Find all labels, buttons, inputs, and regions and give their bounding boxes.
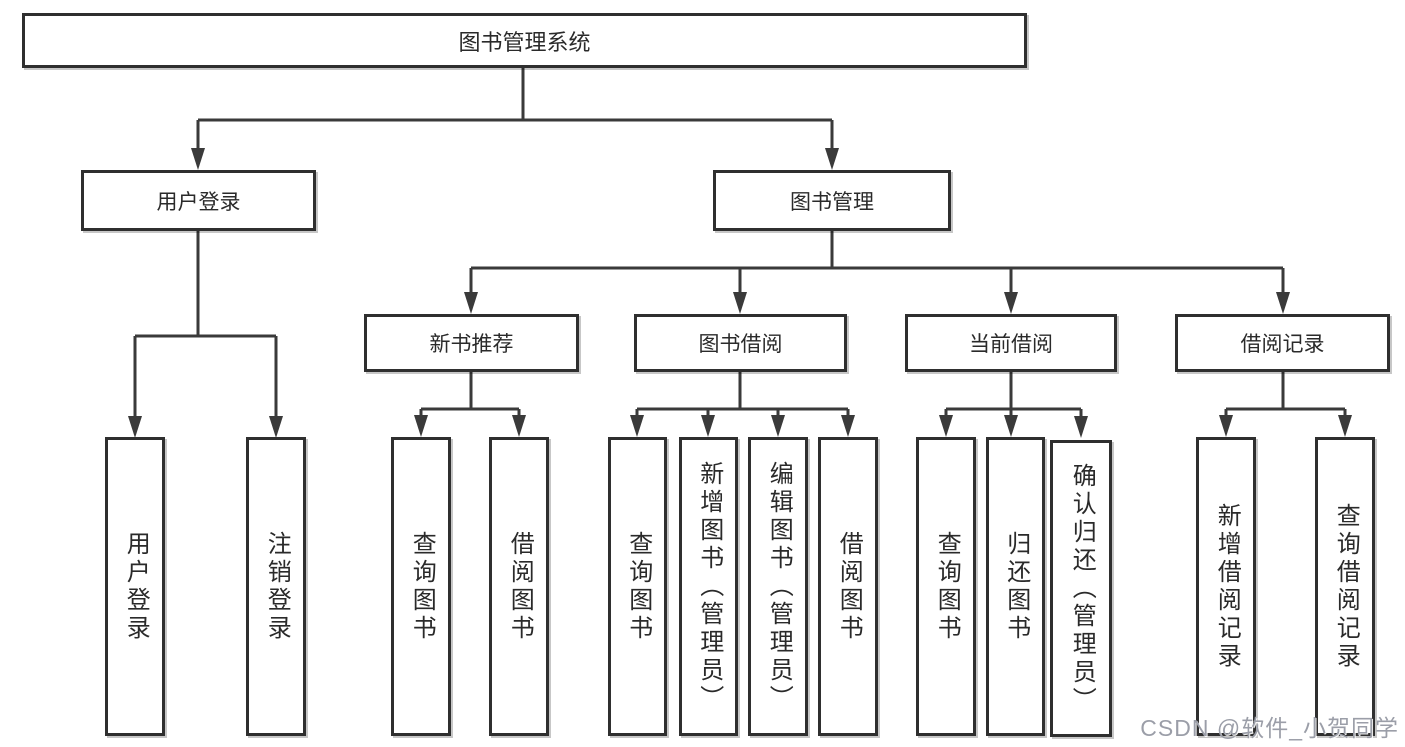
node-new-book-recommendation: 新书推荐 <box>364 314 579 372</box>
node-book-management: 图书管理 <box>713 170 951 231</box>
leaf-query-borrow-record: 查询借阅记录 <box>1315 437 1375 736</box>
connector-borrow-records-to-leaves <box>1224 371 1347 417</box>
node-book-borrowing: 图书借阅 <box>634 314 847 372</box>
leaf-logout: 注销登录 <box>246 437 306 736</box>
csdn-watermark: CSDN @软件_小贺同学 <box>1140 715 1399 741</box>
leaf-confirm-return-admin: 确认归还（管理员） <box>1050 440 1112 737</box>
leaf-user-login: 用户登录 <box>105 437 165 736</box>
leaf-edit-book-admin: 编辑图书（管理员） <box>748 437 808 736</box>
leaf-query-books-current: 查询图书 <box>916 437 976 736</box>
leaf-query-books-borrow: 查询图书 <box>608 437 667 736</box>
node-library-management-system: 图书管理系统 <box>22 13 1027 68</box>
connector-book-borrow-to-leaves <box>635 371 850 417</box>
connector-root-to-level1 <box>196 68 834 150</box>
leaf-borrow-books-newbook: 借阅图书 <box>489 437 549 736</box>
node-user-login: 用户登录 <box>81 170 316 231</box>
connector-new-book-to-leaves <box>419 371 521 417</box>
connector-book-management-to-level2 <box>469 231 1285 294</box>
node-borrowing-records: 借阅记录 <box>1175 314 1390 372</box>
arrowheads <box>128 148 1352 438</box>
connector-user-login-to-leaves <box>133 231 278 418</box>
leaf-return-books: 归还图书 <box>986 437 1045 736</box>
leaf-add-borrow-record: 新增借阅记录 <box>1196 437 1256 736</box>
leaf-add-book-admin: 新增图书（管理员） <box>679 437 738 736</box>
connector-current-borrow-to-leaves <box>944 371 1083 417</box>
node-current-borrowing: 当前借阅 <box>905 314 1117 372</box>
leaf-borrow-books-borrow: 借阅图书 <box>818 437 878 736</box>
leaf-query-books-newbook: 查询图书 <box>391 437 451 736</box>
